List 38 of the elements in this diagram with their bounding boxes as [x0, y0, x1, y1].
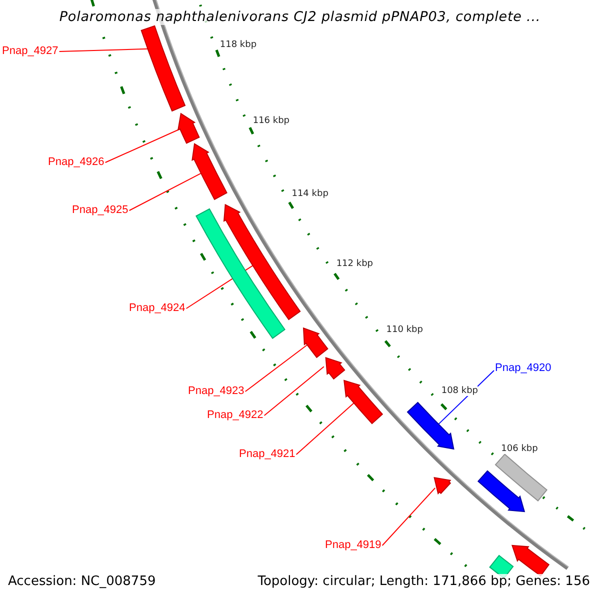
feature-band	[196, 208, 286, 339]
gene-label: Pnap_4919	[325, 539, 382, 552]
scale-label: 108 kbp	[441, 386, 478, 396]
scale-label: 118 kbp	[220, 40, 257, 50]
leader-line	[296, 402, 354, 455]
gene-label: Pnap_4922	[207, 409, 264, 422]
gene-label: Pnap_4925	[72, 204, 128, 217]
scale-label: 106 kbp	[501, 444, 538, 454]
leader-line	[128, 172, 202, 211]
feature-band	[140, 25, 186, 112]
gene-block	[178, 113, 200, 144]
gene-block	[512, 544, 550, 576]
feature-band	[495, 454, 548, 502]
info-text: Topology: circular; Length: 171,866 bp; Genes: 156	[258, 574, 590, 589]
gene-label: Pnap_4921	[239, 448, 296, 461]
scale-label: 114 kbp	[292, 189, 328, 200]
gene-block	[344, 380, 383, 424]
leader-line	[382, 488, 436, 546]
gene-block	[192, 143, 228, 200]
gene-block	[325, 357, 346, 380]
gene-block	[434, 477, 451, 494]
gene-label: Pnap_4920	[495, 362, 552, 375]
gene-label: Pnap_4926	[48, 156, 104, 169]
gene-block	[407, 402, 454, 450]
leader-line	[244, 344, 308, 392]
gene-label: Pnap_4923	[188, 385, 244, 398]
leader-line	[264, 366, 324, 416]
scale-label: 116 kbp	[252, 116, 290, 126]
gene-label: Pnap_4924	[129, 302, 186, 315]
leader-line	[58, 48, 148, 52]
scale-label: 110 kbp	[386, 324, 423, 335]
info-text: Accession: NC_008759	[8, 574, 156, 589]
scale-label: 112 kbp	[336, 258, 373, 269]
gene-block	[224, 204, 301, 320]
gene-block	[478, 470, 525, 512]
gene-label: Pnap_4927	[2, 45, 58, 58]
gene-block	[303, 328, 328, 358]
leader-line	[104, 128, 180, 163]
